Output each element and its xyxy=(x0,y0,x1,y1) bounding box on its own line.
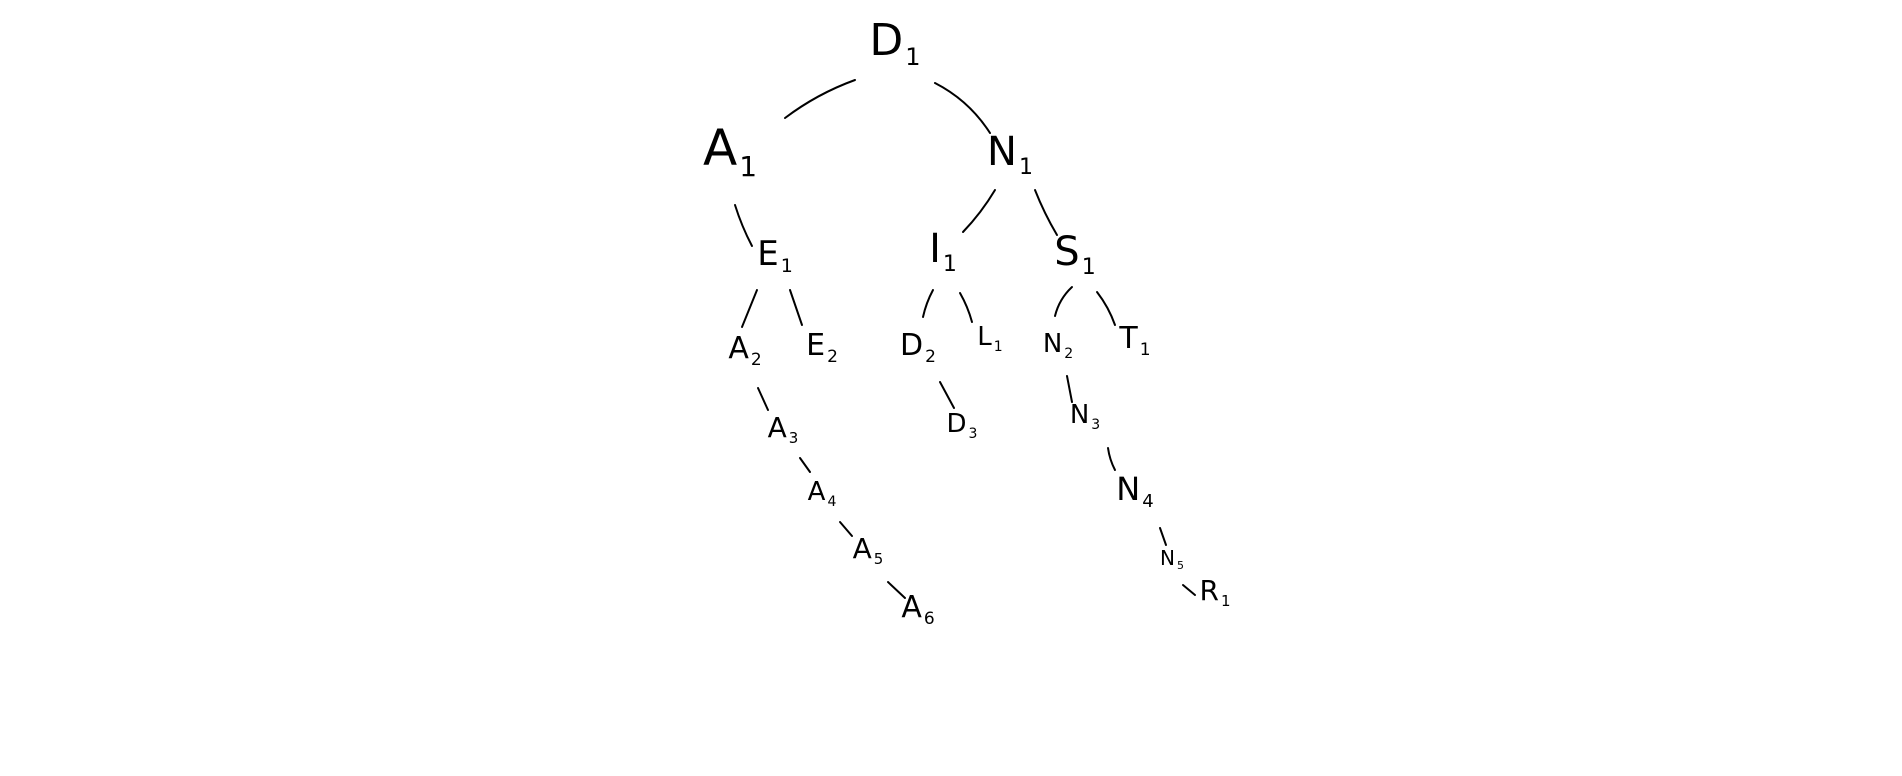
node-n5-index: 5 xyxy=(1177,559,1184,572)
node-n2-index: 2 xyxy=(1064,346,1073,362)
node-n4-index: 4 xyxy=(1142,491,1153,512)
edge-s1-t1 xyxy=(1096,291,1116,326)
node-a1-index: 1 xyxy=(739,150,757,183)
edge-n1-i1 xyxy=(962,189,996,233)
node-a1-letter: A xyxy=(703,119,737,177)
edge-d1-a1 xyxy=(784,79,856,119)
edge-n4-n5 xyxy=(1159,527,1167,546)
node-e1-letter: E xyxy=(757,234,778,274)
node-d2-index: 2 xyxy=(925,347,936,367)
node-i1-index: 1 xyxy=(943,252,957,277)
edge-a3-a4 xyxy=(799,457,811,473)
node-n5-letter: N xyxy=(1160,546,1175,570)
edge-d1-n1 xyxy=(934,82,991,134)
node-l1-index: 1 xyxy=(994,339,1003,355)
node-r1-letter: R xyxy=(1199,574,1218,607)
edge-e1-e2 xyxy=(789,289,803,326)
node-e1-index: 1 xyxy=(781,255,793,277)
node-d1-letter: D xyxy=(869,15,903,66)
node-a4-index: 4 xyxy=(827,494,836,510)
node-l1-letter: L xyxy=(977,322,992,352)
node-a5-index: 5 xyxy=(874,550,884,568)
node-a6-letter: A xyxy=(901,590,922,625)
edge-d2-d3 xyxy=(939,381,955,409)
edges-layer xyxy=(734,79,1196,599)
node-t1-letter: T xyxy=(1118,321,1138,356)
node-n1-index: 1 xyxy=(1019,155,1033,180)
edge-a4-a5 xyxy=(839,521,853,537)
edge-a5-a6 xyxy=(887,581,906,599)
node-a4-letter: A xyxy=(808,477,826,507)
edge-n2-n3 xyxy=(1066,375,1073,403)
node-e2-letter: E xyxy=(806,328,825,363)
node-d1: D1 xyxy=(869,15,920,71)
node-i1-letter: I xyxy=(929,226,941,272)
node-r1-index: 1 xyxy=(1221,592,1231,610)
node-a3-index: 3 xyxy=(789,429,799,447)
node-n1: N1 xyxy=(987,129,1033,180)
node-n1-letter: N xyxy=(987,129,1017,175)
node-a1: A1 xyxy=(703,119,757,183)
edge-n3-n4 xyxy=(1107,447,1116,471)
edge-e1-a2 xyxy=(741,289,758,328)
edge-n5-r1 xyxy=(1182,584,1196,596)
node-s1-index: 1 xyxy=(1082,255,1096,280)
node-a3-letter: A xyxy=(768,411,787,444)
node-n4-letter: N xyxy=(1116,470,1140,508)
node-s1: S1 xyxy=(1054,229,1095,280)
node-d1-index: 1 xyxy=(905,43,920,71)
node-s1-letter: S xyxy=(1054,229,1079,275)
edge-s1-n2 xyxy=(1054,286,1073,317)
node-d3-letter: D xyxy=(947,409,967,439)
edge-a2-a3 xyxy=(757,387,769,411)
node-a2-letter: A xyxy=(728,331,749,366)
edge-a1-e1 xyxy=(734,204,753,247)
node-i1: I1 xyxy=(929,226,957,277)
edge-n1-s1 xyxy=(1034,189,1058,236)
node-d2-letter: D xyxy=(900,328,923,363)
node-n3-letter: N xyxy=(1070,400,1089,430)
node-a2-index: 2 xyxy=(751,350,762,370)
node-a6-index: 6 xyxy=(924,609,935,629)
node-e2-index: 2 xyxy=(827,347,838,367)
node-n2-letter: N xyxy=(1043,329,1062,359)
node-a5-letter: A xyxy=(853,532,872,565)
node-n3-index: 3 xyxy=(1091,417,1100,433)
edge-i1-l1 xyxy=(959,292,973,323)
node-d3-index: 3 xyxy=(969,426,978,442)
node-t1-index: 1 xyxy=(1140,340,1151,360)
edge-i1-d2 xyxy=(922,289,934,318)
